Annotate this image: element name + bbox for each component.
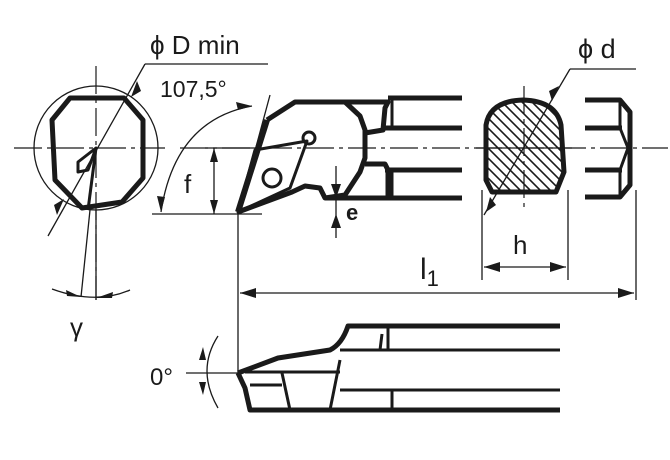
gamma-label: γ — [70, 312, 83, 342]
insert-hole — [261, 167, 283, 189]
d-min-label: ϕ D min — [150, 30, 240, 60]
bar-profile — [49, 95, 146, 211]
top-view-holder — [152, 94, 668, 375]
phi-d-label: ϕ d — [578, 34, 616, 64]
h-label: h — [513, 230, 527, 260]
end-view-shank — [585, 97, 637, 300]
arrow-icon — [54, 199, 64, 215]
end-view-bore — [14, 63, 268, 300]
l1-label: l1 — [420, 253, 439, 291]
clamp-pin — [301, 130, 317, 146]
l1-dimension — [240, 288, 634, 298]
e-label: e — [346, 200, 358, 225]
arrow-icon — [131, 81, 141, 97]
f-label: f — [184, 169, 192, 199]
angle-label: 107,5° — [160, 76, 227, 102]
zero-angle-label: 0° — [150, 364, 173, 391]
insert — [236, 139, 309, 214]
side-view-holder — [186, 323, 560, 413]
section-view-shank — [476, 68, 636, 280]
section-outline — [483, 97, 567, 195]
